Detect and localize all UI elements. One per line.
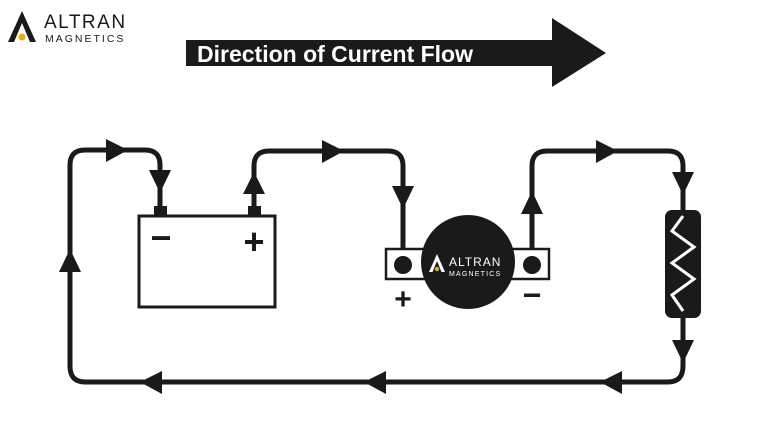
resistor-body	[665, 210, 701, 318]
flow-arrow-icon	[521, 191, 543, 214]
wire-motor-to-resistor	[529, 148, 686, 268]
flow-arrow-icon	[243, 172, 265, 194]
motor-logo-icon	[429, 254, 445, 272]
altran-logo-icon	[8, 11, 36, 42]
logo-line1: ALTRAN	[44, 12, 127, 33]
motor-brand-line1: ALTRAN	[449, 255, 501, 269]
battery-terminal-negative	[154, 206, 167, 217]
flow-arrow-icon	[364, 371, 386, 394]
battery-plus-sign: +	[243, 221, 264, 262]
flow-arrows	[59, 139, 694, 394]
resistor	[665, 210, 701, 318]
zigzag-resistor-icon	[669, 215, 697, 312]
battery-body	[137, 214, 277, 309]
banner-arrow-icon	[186, 18, 606, 87]
battery: − +	[137, 206, 277, 309]
flow-arrow-icon	[672, 172, 694, 195]
motor-brand-line2: MAGNETICS	[449, 271, 501, 278]
motor-minus-sign: −	[523, 277, 542, 313]
motor-body	[421, 215, 515, 309]
motor-terminal-positive	[394, 256, 412, 274]
flow-arrow-icon	[149, 170, 171, 193]
flow-arrow-icon	[392, 186, 414, 209]
flow-arrow-icon	[600, 371, 622, 394]
flow-arrow-icon	[106, 139, 128, 162]
battery-terminal-positive	[248, 206, 261, 217]
logo: ALTRAN MAGNETICS	[8, 11, 127, 45]
logo-line2: MAGNETICS	[45, 33, 125, 45]
flow-arrow-icon	[322, 140, 344, 163]
motor: ALTRAN MAGNETICS + −	[384, 215, 551, 316]
flow-arrow-icon	[59, 249, 81, 272]
banner-title: Direction of Current Flow	[197, 41, 473, 67]
flow-arrow-icon	[596, 140, 618, 163]
flow-arrow-icon	[140, 371, 162, 394]
battery-minus-sign: −	[150, 217, 171, 258]
motor-plus-sign: +	[394, 283, 412, 316]
motor-terminal-negative	[523, 256, 541, 274]
current-flow-banner: Direction of Current Flow	[186, 18, 606, 87]
flow-arrow-icon	[672, 340, 694, 363]
